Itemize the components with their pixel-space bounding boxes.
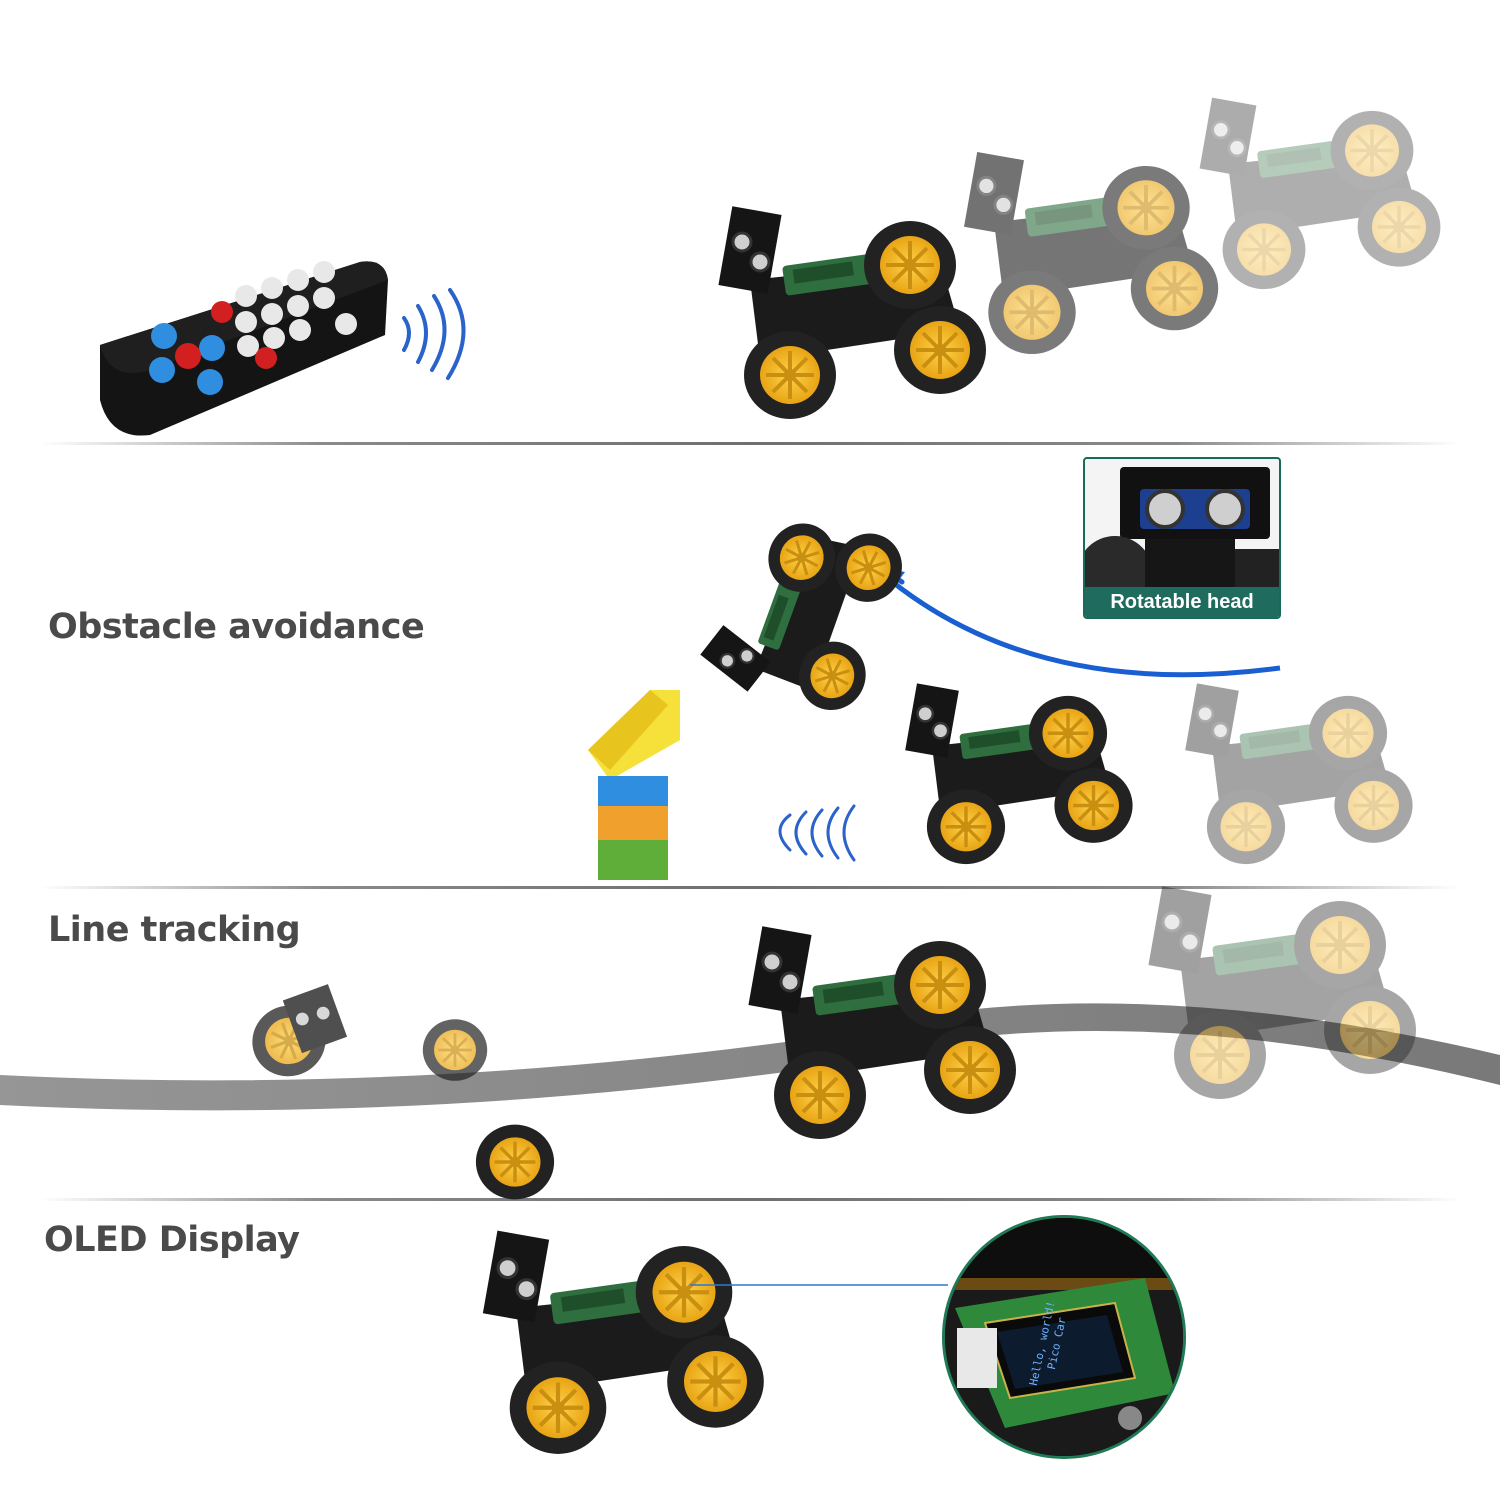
section-label-obstacle: Obstacle avoidance bbox=[48, 607, 425, 647]
ir-remote-icon bbox=[100, 261, 388, 436]
robot-car-icon bbox=[1185, 683, 1412, 864]
divider-1 bbox=[40, 442, 1460, 445]
rotatable-head-callout: Rotatable head bbox=[1083, 457, 1281, 619]
robot-car-icon bbox=[964, 152, 1218, 354]
line-track-icon bbox=[0, 1003, 1500, 1111]
robot-car-icon bbox=[1200, 98, 1441, 289]
block-stack-icon bbox=[588, 690, 680, 880]
ultrasonic-waves-icon bbox=[778, 804, 856, 862]
callout-caption: Rotatable head bbox=[1085, 587, 1279, 617]
robot-car-icon bbox=[240, 984, 348, 1089]
robot-car-icon bbox=[748, 926, 1016, 1139]
signal-waves-icon bbox=[402, 288, 466, 380]
magnifier-circle-icon: Pico Car Hello, world! bbox=[942, 1215, 1186, 1459]
robot-car-icon bbox=[1148, 886, 1416, 1099]
oled-module-icon bbox=[945, 1218, 1183, 1456]
section-label-oled: OLED Display bbox=[44, 1220, 300, 1260]
robot-car-icon bbox=[483, 1231, 764, 1454]
sensor-head-icon bbox=[1085, 467, 1279, 612]
robot-car-icon bbox=[695, 487, 930, 739]
section-label-line: Line tracking bbox=[48, 910, 301, 950]
divider-3 bbox=[40, 1198, 1460, 1201]
robot-car-icon bbox=[905, 683, 1132, 864]
wheel-icon bbox=[421, 1017, 489, 1083]
wheel-icon bbox=[474, 1122, 556, 1202]
divider-2 bbox=[40, 886, 1460, 889]
robot-car-icon bbox=[718, 206, 986, 419]
